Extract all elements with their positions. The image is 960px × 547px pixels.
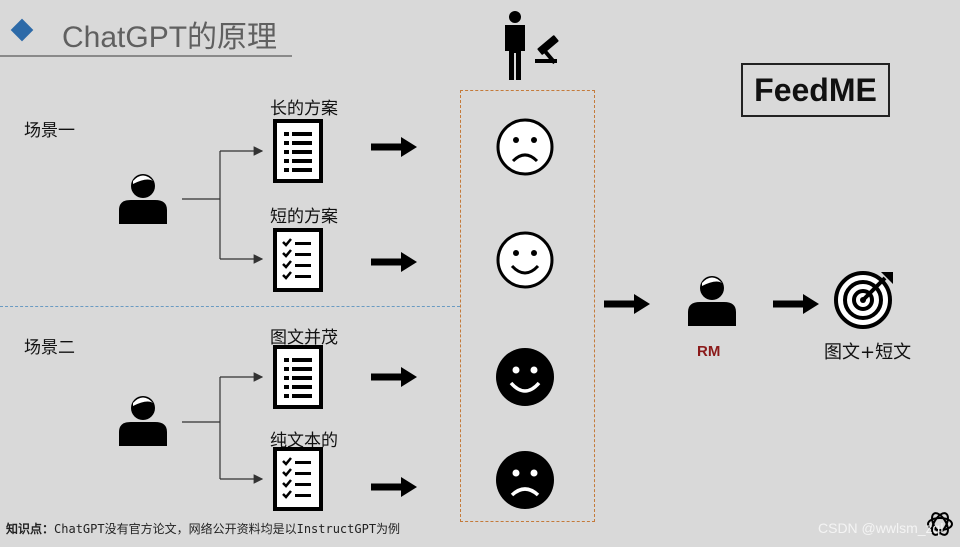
plan-label-short: 短的方案 [270,207,338,227]
branch-connector [182,146,264,264]
footnote: 知识点：ChatGPT没有官方论文，网络公开资料均是以InstructGPT为例 [6,520,400,537]
reward-model-label: RM [697,343,721,360]
plan-label-text-only: 纯文本的 [270,431,338,451]
plan-label-long: 长的方案 [270,99,338,119]
arrow-right-icon [371,477,417,497]
judging-box [460,90,595,522]
footnote-prefix: 知识点： [6,522,55,536]
feedme-badge: FeedME [741,63,890,117]
arrow-right-icon [371,252,417,272]
openai-logo-icon [927,512,953,536]
plan-label-illustrated: 图文并茂 [270,328,338,348]
scene-one-label: 场景一 [24,121,75,141]
output-label: 图文+短文 [824,342,912,363]
scene-divider [0,306,460,307]
branch-connector [182,372,264,484]
sad-face-icon [496,118,554,176]
watermark: CSDN @wwlsm_zql [818,520,944,536]
user-icon [688,276,736,326]
arrow-right-icon [371,367,417,387]
target-icon [834,271,893,329]
smiley-face-icon [496,231,554,289]
judge-gavel-icon [505,11,559,80]
user-icon [119,174,167,224]
arrow-right-icon [773,294,819,314]
arrow-right-icon [371,137,417,157]
smiley-face-icon [496,348,554,406]
scene-two-label: 场景二 [24,338,75,358]
document-list-icon [273,119,323,183]
arrow-right-icon [604,294,650,314]
page-title: ChatGPT的原理 [62,21,278,54]
footnote-text: ChatGPT没有官方论文，网络公开资料均是以InstructGPT为例 [54,522,401,536]
sad-face-icon [496,451,554,509]
user-icon [119,396,167,446]
checklist-icon [273,228,323,292]
checklist-icon [273,447,323,511]
title-underline [0,55,292,57]
document-list-icon [273,345,323,409]
